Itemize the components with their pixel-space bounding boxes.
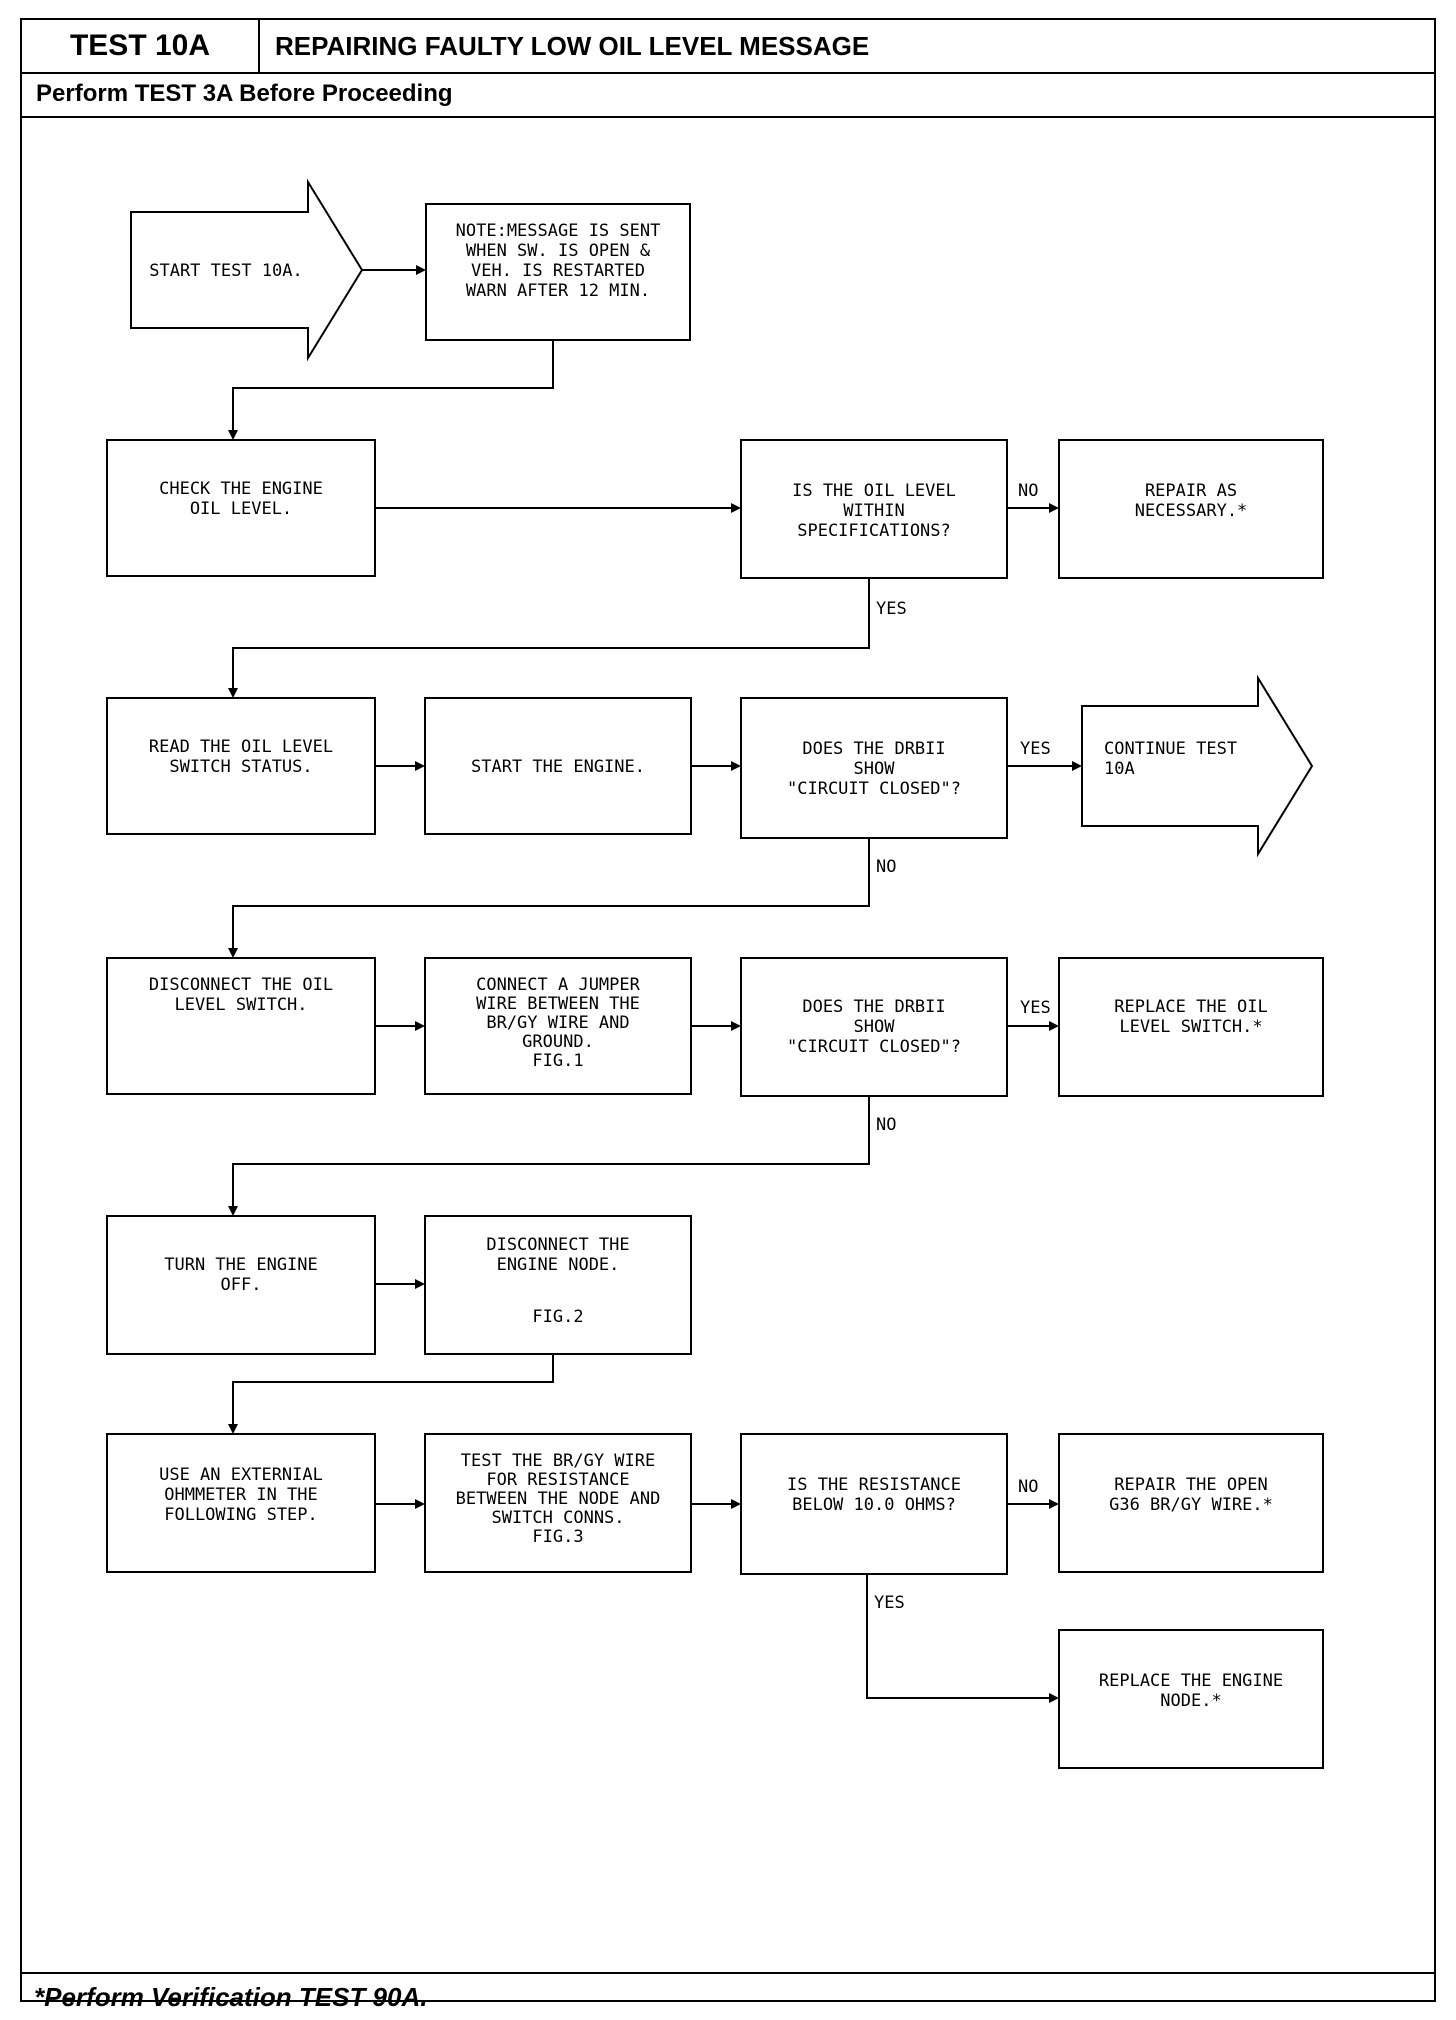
start-text: START TEST 10A. (149, 261, 303, 281)
check-oil-line-2: OIL LEVEL. (190, 499, 292, 519)
label-yes-drb1: YES (1020, 739, 1051, 759)
resistance-question-box: IS THE RESISTANCE BELOW 10.0 OHMS? (740, 1433, 1008, 1575)
test-wire-line-3: BETWEEN THE NODE AND (456, 1489, 661, 1509)
jumper-line-3: BR/GY WIRE AND (486, 1013, 629, 1033)
q-drb2-line-1: DOES THE DRBII (802, 997, 945, 1017)
read-switch-line-2: SWITCH STATUS. (169, 757, 312, 777)
use-ohmmeter-box: USE AN EXTERNIAL OHMMETER IN THE FOLLOWI… (106, 1433, 376, 1573)
oil-level-question-box: IS THE OIL LEVEL WITHIN SPECIFICATIONS? (740, 439, 1008, 579)
turn-off-box: TURN THE ENGINE OFF. (106, 1215, 376, 1355)
drb-question-1-box: DOES THE DRBII SHOW "CIRCUIT CLOSED"? (740, 697, 1008, 839)
test-wire-line-2: FOR RESISTANCE (486, 1470, 629, 1490)
read-switch-box: READ THE OIL LEVEL SWITCH STATUS. (106, 697, 376, 835)
disconnect-switch-box: DISCONNECT THE OIL LEVEL SWITCH. (106, 957, 376, 1095)
disconnect-node-box: DISCONNECT THE ENGINE NODE. FIG.2 (424, 1215, 692, 1355)
subtitle-divider (20, 116, 1436, 118)
q-drb1-line-3: "CIRCUIT CLOSED"? (787, 779, 961, 799)
note-line-1: NOTE:MESSAGE IS SENT (456, 221, 661, 241)
ohmmeter-line-2: OHMMETER IN THE (164, 1485, 318, 1505)
start-engine-line-1: START THE ENGINE. (471, 757, 645, 777)
ohmmeter-line-1: USE AN EXTERNIAL (159, 1465, 323, 1485)
label-no-oil: NO (1018, 481, 1038, 501)
header-divider (20, 72, 1436, 74)
connectors (228, 265, 1082, 1703)
footer-divider (20, 1972, 1436, 1974)
disconnect-switch-line-2: LEVEL SWITCH. (174, 995, 307, 1015)
repair-open-line-2: G36 BR/GY WIRE.* (1109, 1495, 1273, 1515)
repair-open-line-1: REPAIR THE OPEN (1114, 1475, 1268, 1495)
footer-note: *Perform Verification TEST 90A. (34, 1982, 428, 2012)
q-drb2-line-3: "CIRCUIT CLOSED"? (787, 1037, 961, 1057)
page-frame (20, 18, 1436, 2002)
start-engine-box: START THE ENGINE. (424, 697, 692, 835)
page-title: REPAIRING FAULTY LOW OIL LEVEL MESSAGE (275, 30, 870, 61)
q-resistance-line-1: IS THE RESISTANCE (787, 1475, 961, 1495)
label-yes-resistance: YES (874, 1593, 905, 1613)
test-wire-line-5: FIG.3 (532, 1527, 583, 1547)
replace-node-line-2: NODE.* (1160, 1691, 1221, 1711)
jumper-line-2: WIRE BETWEEN THE (476, 994, 640, 1014)
check-oil-line-1: CHECK THE ENGINE (159, 479, 323, 499)
label-no-resistance: NO (1018, 1477, 1038, 1497)
connect-jumper-box: CONNECT A JUMPER WIRE BETWEEN THE BR/GY … (424, 957, 692, 1095)
label-yes-drb2: YES (1020, 998, 1051, 1018)
branch-labels: NO YES YES NO YES NO NO YES (874, 481, 1051, 1613)
continue-line-2: 10A (1104, 759, 1135, 779)
repair-open-box: REPAIR THE OPEN G36 BR/GY WIRE.* (1058, 1433, 1324, 1573)
continue-line-1: CONTINUE TEST (1104, 739, 1237, 759)
continue-test-node: CONTINUE TEST 10A (1081, 674, 1314, 858)
start-node: START TEST 10A. (130, 178, 364, 362)
repair-line-2: NECESSARY.* (1135, 501, 1248, 521)
disconnect-switch-line-1: DISCONNECT THE OIL (149, 975, 333, 995)
q-drb2-line-2: SHOW (854, 1017, 896, 1037)
replace-switch-line-1: REPLACE THE OIL (1114, 997, 1268, 1017)
replace-switch-line-2: LEVEL SWITCH.* (1119, 1017, 1262, 1037)
q-oil-line-3: SPECIFICATIONS? (797, 521, 951, 541)
check-oil-box: CHECK THE ENGINE OIL LEVEL. (106, 439, 376, 577)
replace-node-line-1: REPLACE THE ENGINE (1099, 1671, 1283, 1691)
page-subtitle: Perform TEST 3A Before Proceeding (36, 80, 453, 107)
label-yes-oil: YES (876, 599, 907, 619)
q-drb1-line-1: DOES THE DRBII (802, 739, 945, 759)
jumper-line-1: CONNECT A JUMPER (476, 975, 641, 995)
test-wire-line-1: TEST THE BR/GY WIRE (461, 1451, 655, 1471)
jumper-line-5: FIG.1 (532, 1051, 583, 1071)
ohmmeter-line-3: FOLLOWING STEP. (164, 1505, 318, 1525)
jumper-line-4: GROUND. (522, 1032, 594, 1052)
repair-line-1: REPAIR AS (1145, 481, 1237, 501)
note-line-3: VEH. IS RESTARTED (471, 261, 645, 281)
note-box: NOTE:MESSAGE IS SENT WHEN SW. IS OPEN & … (425, 203, 691, 341)
note-line-4: WARN AFTER 12 MIN. (466, 281, 650, 301)
repair-necessary-box: REPAIR AS NECESSARY.* (1058, 439, 1324, 579)
replace-switch-box: REPLACE THE OIL LEVEL SWITCH.* (1058, 957, 1324, 1097)
disconnect-node-line-1: DISCONNECT THE (486, 1235, 629, 1255)
q-resistance-line-2: BELOW 10.0 OHMS? (792, 1495, 956, 1515)
q-oil-line-1: IS THE OIL LEVEL (792, 481, 956, 501)
replace-node-box: REPLACE THE ENGINE NODE.* (1058, 1629, 1324, 1769)
disconnect-node-line-2: ENGINE NODE. (497, 1255, 620, 1275)
label-no-drb1: NO (876, 857, 896, 877)
label-no-drb2: NO (876, 1115, 896, 1135)
note-line-2: WHEN SW. IS OPEN & (466, 241, 651, 261)
turn-off-line-1: TURN THE ENGINE (164, 1255, 318, 1275)
read-switch-line-1: READ THE OIL LEVEL (149, 737, 333, 757)
test-wire-box: TEST THE BR/GY WIRE FOR RESISTANCE BETWE… (424, 1433, 692, 1573)
test-wire-line-4: SWITCH CONNS. (491, 1508, 624, 1528)
q-drb1-line-2: SHOW (854, 759, 896, 779)
q-oil-line-2: WITHIN (843, 501, 904, 521)
turn-off-line-2: OFF. (221, 1275, 262, 1295)
drb-question-2-box: DOES THE DRBII SHOW "CIRCUIT CLOSED"? (740, 957, 1008, 1097)
disconnect-node-fig: FIG.2 (532, 1307, 583, 1327)
